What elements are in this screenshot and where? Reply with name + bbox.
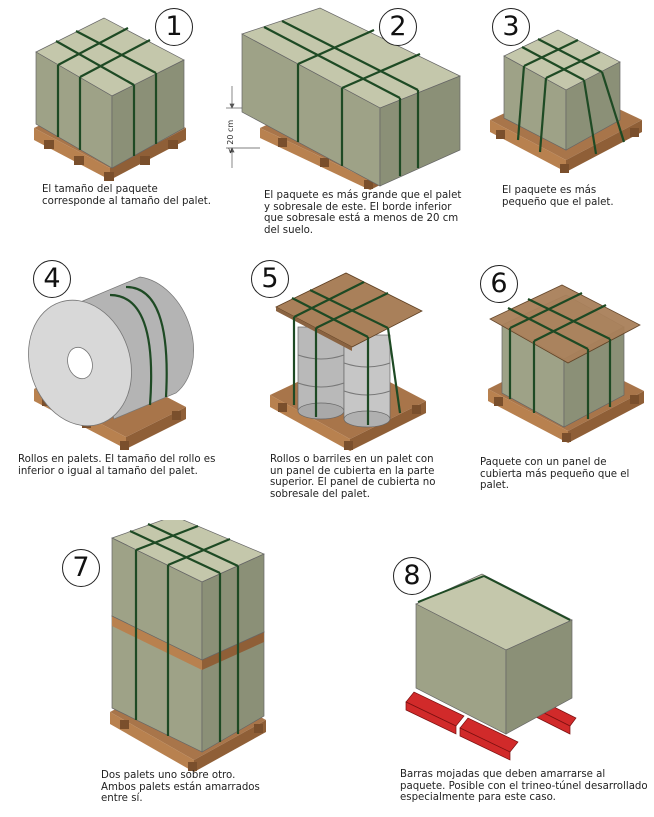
- step-number-badge: 6: [480, 265, 518, 303]
- step-number-badge: 7: [62, 549, 100, 587]
- panel-2: < 20 cm 2 El paquete es más grande que e…: [220, 0, 480, 250]
- panel-5: 5 Rollos o barriles en un palet con un p…: [248, 255, 448, 525]
- step-number-badge: 4: [33, 260, 71, 298]
- illustration-stacked-pallets: [110, 520, 266, 772]
- step-caption: El paquete es más pequeño que el palet.: [502, 185, 614, 208]
- step-number-badge: 3: [492, 8, 530, 46]
- step-number-badge: 1: [155, 8, 193, 46]
- illustration-steel-coil: [28, 276, 194, 450]
- panel-8: 8 Barras mojadas que deben amarrarse al …: [360, 520, 654, 817]
- step-number-badge: 5: [251, 260, 289, 298]
- illustration-barrels-with-cover: [270, 272, 426, 451]
- illustration-oversized-box: [226, 7, 461, 190]
- step-caption: Paquete con un panel de cubierta más peq…: [480, 457, 630, 491]
- step-number-badge: 8: [393, 557, 431, 595]
- panel-6: 6 Paquete con un panel de cubierta más p…: [472, 255, 654, 525]
- panel-3: 3 El paquete es más pequeño que el palet…: [484, 0, 654, 250]
- illustration-box-with-small-cover: [488, 284, 644, 443]
- panel-7: 7 Dos palets uno sobre otro. Ambos palet…: [40, 520, 320, 817]
- step-caption: Dos palets uno sobre otro. Ambos palets …: [101, 770, 260, 804]
- step-caption: Rollos en palets. El tamaño del rollo es…: [18, 454, 216, 477]
- step-caption: Rollos o barriles en un palet con un pan…: [270, 454, 436, 500]
- panel-4: 4 Rollos en palets. El tamaño del rollo …: [0, 255, 240, 525]
- height-dimension-label: < 20 cm: [226, 119, 235, 154]
- step-caption: El tamaño del paquete corresponde al tam…: [42, 184, 211, 207]
- illustration-small-box-on-pallet: [490, 29, 642, 173]
- panel-1: 1 El tamaño del paquete corresponde al t…: [0, 0, 218, 250]
- step-caption: El paquete es más grande que el palet y …: [264, 190, 462, 236]
- illustration-box-on-pallet: [34, 17, 186, 181]
- step-number-badge: 2: [379, 8, 417, 46]
- step-caption: Barras mojadas que deben amarrarse al pa…: [400, 769, 648, 803]
- illustration-sled-tunnel: [405, 573, 577, 761]
